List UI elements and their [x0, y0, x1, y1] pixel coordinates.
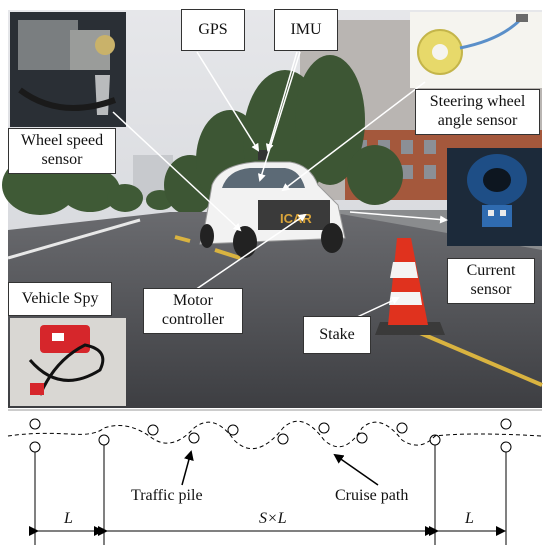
dim-label-middle: S×L: [259, 510, 287, 527]
plate-text: ICAR: [280, 211, 312, 226]
label-current-sensor: Current sensor: [447, 258, 535, 304]
arrow-traffic-pile: [181, 450, 194, 486]
label-stake: Stake: [303, 316, 371, 354]
label-steering-sensor: Steering wheel angle sensor: [415, 89, 540, 135]
label-imu: IMU: [274, 9, 338, 51]
arrow-wheel-speed: [112, 111, 242, 232]
label-cruise-path: Cruise path: [335, 487, 409, 504]
annotation-arrows: [112, 51, 448, 319]
cruise-path-line: [7, 420, 543, 449]
arrow-motor: [194, 213, 307, 291]
cruise-schematic: [7, 409, 543, 545]
arrow-imu: [265, 51, 298, 152]
dim-label-right: L: [465, 510, 474, 527]
pile-row-top: [29, 418, 512, 446]
inset-steering-sensor: [410, 12, 542, 88]
lane-line-white: [7, 218, 141, 260]
inset-vehicle-spy: [10, 318, 126, 406]
roof-sensor: [258, 150, 268, 160]
label-motor-controller: Motor controller: [143, 288, 243, 334]
inset-current-sensor: [447, 148, 542, 246]
reference-lines: [34, 445, 507, 545]
arrow-imu-2: [257, 51, 301, 182]
arrow-stake: [354, 296, 400, 319]
label-gps: GPS: [181, 9, 245, 51]
lane-line-yellow: [174, 235, 543, 387]
inset-wheel-speed-sensor: [10, 12, 126, 127]
arrow-current: [349, 211, 448, 224]
arrow-cruise-path: [333, 453, 379, 486]
arrow-steering: [281, 81, 426, 192]
label-wheel-speed-sensor: Wheel speed sensor: [8, 128, 116, 174]
label-vehicle-spy: Vehicle Spy: [8, 282, 112, 316]
arrow-gps: [196, 51, 260, 152]
road-scene-photo: ICAR: [2, 10, 543, 408]
label-traffic-pile: Traffic pile: [131, 487, 203, 504]
dim-label-left: L: [64, 510, 73, 527]
